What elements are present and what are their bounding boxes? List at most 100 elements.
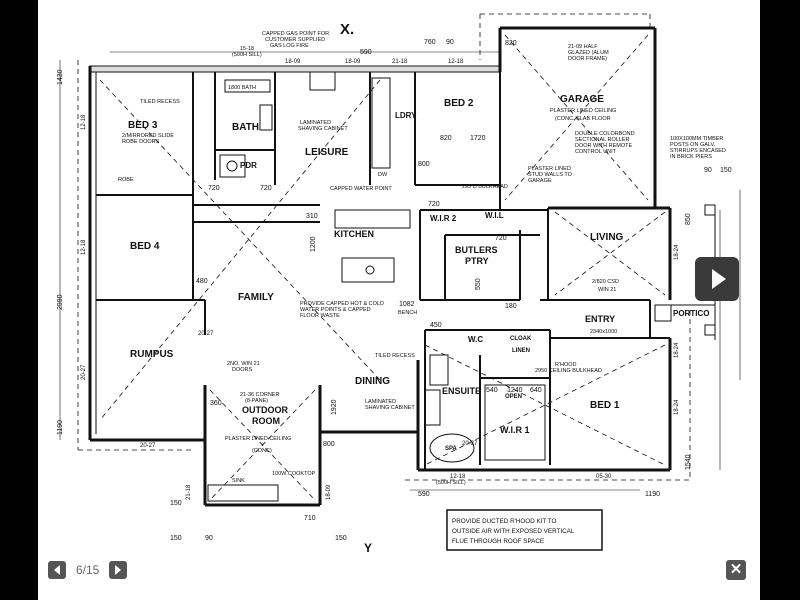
note-tiled-recess-2: TILED RECESS [375,353,415,359]
note-garage-1: 21-09 HALF [568,44,598,50]
window-code-10: 18-09 [285,59,301,65]
note-sink: SINK [232,478,245,484]
room-ldry: LDRY [395,111,417,120]
prev-page-button[interactable] [48,561,66,579]
floor-plan-drawing: BED 3 BATH PDR LEISURE LDRY BED 2 GARAGE… [57,13,741,555]
window-code-12: 21-18 [392,59,408,65]
note-laminated: LAMINATED [300,120,331,126]
note-entry-2: WIN 21 [598,287,616,293]
note-shaving-cabinet: SHAVING CABINET [298,126,348,132]
note-garage-9: CONTROL UNIT [575,149,617,155]
dim-720-d: 720 [495,235,507,242]
room-bed2: BED 2 [444,98,474,109]
image-counter: 6/15 [76,563,100,577]
room-wil: W.I.L [485,211,504,220]
close-button[interactable]: ✕ [726,560,746,580]
note-garage-8: DOOR WITH REMOTE [575,143,632,149]
room-cloak: CLOAK [510,336,532,342]
room-outdoor-room: ROOM [252,416,280,426]
window-code-2: 12-18 [81,239,87,255]
room-pdr: PDR [240,161,257,170]
dim-720-a: 720 [208,185,220,192]
window-code-16: 21-18 [186,484,192,500]
dim-710: 710 [304,515,316,522]
window-code-17: 18-09 [326,484,332,500]
note-garage-2: GLAZED (ALUM [568,50,609,56]
window-code-13: 12-18 [448,59,464,65]
note-garage-6: DOUBLE COLORBOND [575,131,635,137]
dim-720-c: 720 [428,201,440,208]
prev-arrow-icon [54,565,60,575]
room-wir1: W.I.R 1 [500,425,530,435]
room-linen: LINEN [512,348,530,354]
room-kitchen: KITCHEN [334,229,374,239]
note-entry-3: 2340x1000 [590,329,617,335]
dim-1430: 1430 [57,69,64,85]
note-post-4: IN BRICK PIERS [670,154,712,160]
note-gas: CAPPED GAS POINT FOR [262,31,329,37]
next-image-button[interactable] [695,257,739,301]
dim-1082: 1082 [399,301,415,308]
dim-800-a: 800 [418,161,430,168]
note-post-3: STIRRUPS ENCASED [670,148,726,154]
dim-640: 640 [530,387,542,394]
note-garage-10: PLASTER LINED [528,166,571,172]
dim-820-b: 820 [505,40,517,47]
dim-1720: 1720 [470,135,486,142]
room-living: LIVING [590,232,624,243]
dim-150-c: 150 [335,535,347,542]
note-entry-1: 2/820 CSD [592,279,619,285]
window-code-9: 18-24 [674,342,680,358]
dim-800-b: 800 [323,441,335,448]
left-black-margin [0,0,38,600]
close-icon: ✕ [729,561,743,578]
note-garage-4: PLASTER LINED CEILING [550,108,616,114]
note-outdoor-4: (CONC) [252,448,272,454]
dim-1920: 1920 [331,399,338,415]
note-provide-1: PROVIDE CAPPED HOT & COLD [300,301,384,307]
dim-850: 850 [685,213,692,225]
note-outdoor-3: PLASTER LINED CEILING [225,436,291,442]
note-gas-3: GAS LOG FIRE [270,43,309,49]
window-code-4: 20-27 [140,443,156,449]
room-family: FAMILY [238,292,274,303]
dim-480: 480 [196,278,208,285]
room-ensuite: ENSUITE [442,386,481,396]
note-box-line-3: FLUE THROUGH ROOF SPACE [452,538,544,545]
note-garage-5: (CONC. SLAB FLOOR [555,116,611,122]
note-rhood: R'HOOD [555,362,577,368]
dim-820-a: 820 [440,135,452,142]
note-ceiling-bulkhead: 2950 CEILING BULKHEAD [535,368,602,374]
dim-360: 360 [210,400,222,407]
note-provide-2: WATER POINTS & CAPPED [300,307,371,313]
room-bed4: BED 4 [130,241,160,252]
section-mark-y: Y [364,541,372,555]
note-mirrored: 2/MIRRORED SLIDE [122,133,174,139]
dim-760: 760 [424,39,436,46]
dim-2990: 2990 [57,294,64,310]
window-code-15: 05-30 [596,474,612,480]
note-provide-3: FLOOR WASTE [300,313,340,319]
next-small-arrow-icon [115,565,122,575]
pager: 6/15 [48,560,128,580]
room-portico: PORTICO [673,309,709,318]
note-post-1: 100X100MM TIMBER [670,136,723,142]
next-arrow-icon [712,269,726,289]
room-garage: GARAGE [560,94,604,105]
next-page-button[interactable] [109,561,128,579]
note-garage-12: GARAGE [528,178,552,184]
dim-1190-bottom: 1190 [645,491,660,498]
note-robe: ROBE [118,177,134,183]
window-code-7: 18-24 [674,244,680,260]
window-code-6: 20-27 [462,441,478,447]
note-tiled-recess: TILED RECESS [140,99,180,105]
dim-150-b: 150 [170,535,182,542]
note-laminated-2: LAMINATED [365,399,396,405]
room-bath: BATH [232,122,259,133]
dim-1540: 1540 [685,454,692,470]
dim-90-a: 90 [704,167,712,174]
note-bath-size: 1800 BATH [228,85,256,91]
dim-720-b: 720 [260,185,272,192]
dim-590-top: 590 [360,49,372,56]
room-outdoor: OUTDOOR [242,405,288,415]
